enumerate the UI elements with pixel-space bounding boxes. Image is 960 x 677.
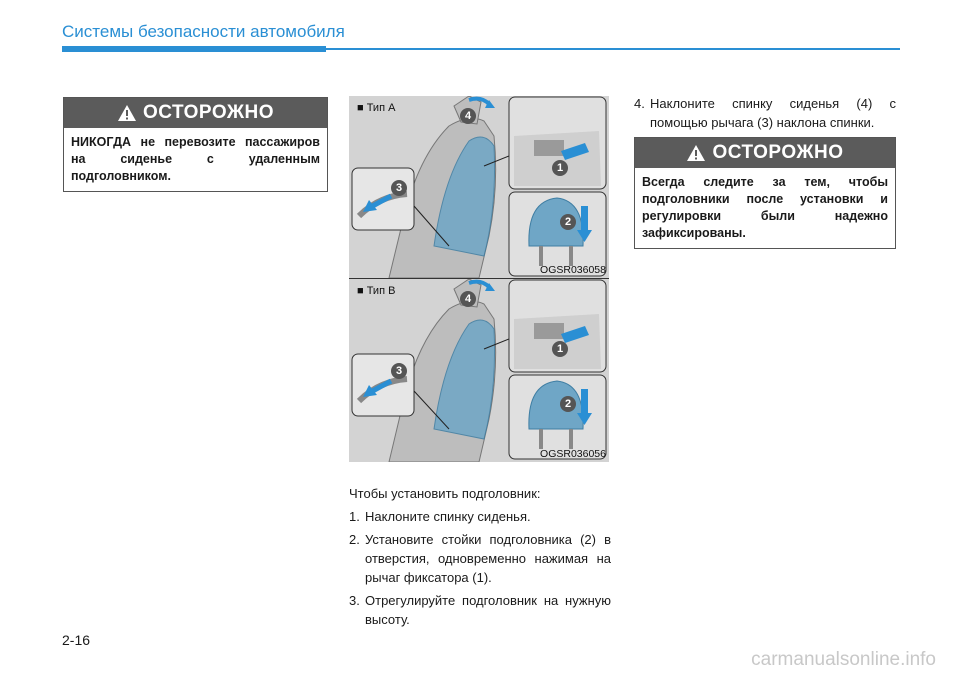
- warning-text: НИКОГДА не перевозите пассажиров на сиде…: [71, 135, 320, 183]
- page-number: 2-16: [62, 632, 91, 648]
- callout-1: 1: [552, 160, 568, 176]
- step-number: 3.: [349, 593, 360, 608]
- watermark: carmanualsonline.info: [751, 649, 936, 670]
- list-item: 3. Отрегулируйте подголовник на нужную в…: [349, 591, 611, 629]
- step-text: Отрегулируйте подголовник на нужную высо…: [365, 593, 611, 627]
- header-accent-bar: [62, 46, 326, 52]
- instructions-intro: Чтобы установить подголовник:: [349, 486, 541, 501]
- step-number: 2.: [349, 532, 360, 547]
- warning-header: ОСТОРОЖНО: [64, 98, 327, 128]
- warning-box-left: ОСТОРОЖНО НИКОГДА не перевозите пассажир…: [63, 97, 328, 192]
- section-title: Системы безопасности автомобиля: [62, 22, 345, 41]
- warning-title: ОСТОРОЖНО: [712, 142, 844, 163]
- callout-3: 3: [391, 363, 407, 379]
- warning-title: ОСТОРОЖНО: [142, 102, 275, 123]
- step-text: Наклоните спинку сиденья.: [365, 509, 531, 524]
- step-number: 4.: [634, 96, 645, 111]
- figure-label: ■ Тип A: [357, 102, 396, 114]
- warning-triangle-icon: [687, 145, 706, 161]
- warning-text: Всегда следите за тем, чтобы подголовник…: [642, 175, 888, 240]
- callout-3: 3: [391, 180, 407, 196]
- seat-illustration-a: [351, 96, 607, 278]
- step-number: 1.: [349, 509, 360, 524]
- callout-4: 4: [460, 108, 476, 124]
- figure-divider: [349, 278, 609, 279]
- figure-type-a: 4 3 1 2 ■ Тип A OGSR036058: [349, 96, 609, 278]
- figure-code: OGSR036058: [540, 264, 606, 276]
- callout-2: 2: [560, 214, 576, 230]
- figure-code: OGSR036056: [540, 448, 606, 460]
- figure-label: ■ Тип B: [357, 285, 396, 297]
- figure-type-b: 4 3 1 2 ■ Тип B OGSR036056: [349, 279, 609, 462]
- list-item: 2. Установите стойки подголовника (2) в …: [349, 530, 611, 587]
- warning-header: ОСТОРОЖНО: [635, 138, 895, 168]
- step-text: Наклоните спинку сиденья (4) с помощью р…: [650, 96, 896, 130]
- step-4: 4. Наклоните спинку сиденья (4) с помощь…: [634, 94, 896, 136]
- callout-2: 2: [560, 396, 576, 412]
- warning-triangle-icon: [117, 105, 136, 121]
- header-rule: [326, 48, 900, 50]
- list-item: 1. Наклоните спинку сиденья.: [349, 507, 611, 526]
- step-text: Установите стойки подголовника (2) в отв…: [365, 532, 611, 585]
- list-item: 4. Наклоните спинку сиденья (4) с помощь…: [634, 94, 896, 132]
- callout-1: 1: [552, 341, 568, 357]
- instructions: Чтобы установить подголовник: 1. Наклони…: [349, 484, 611, 633]
- callout-4: 4: [460, 291, 476, 307]
- seat-illustration-b: [351, 279, 607, 462]
- warning-box-right: ОСТОРОЖНО Всегда следите за тем, чтобы п…: [634, 137, 896, 249]
